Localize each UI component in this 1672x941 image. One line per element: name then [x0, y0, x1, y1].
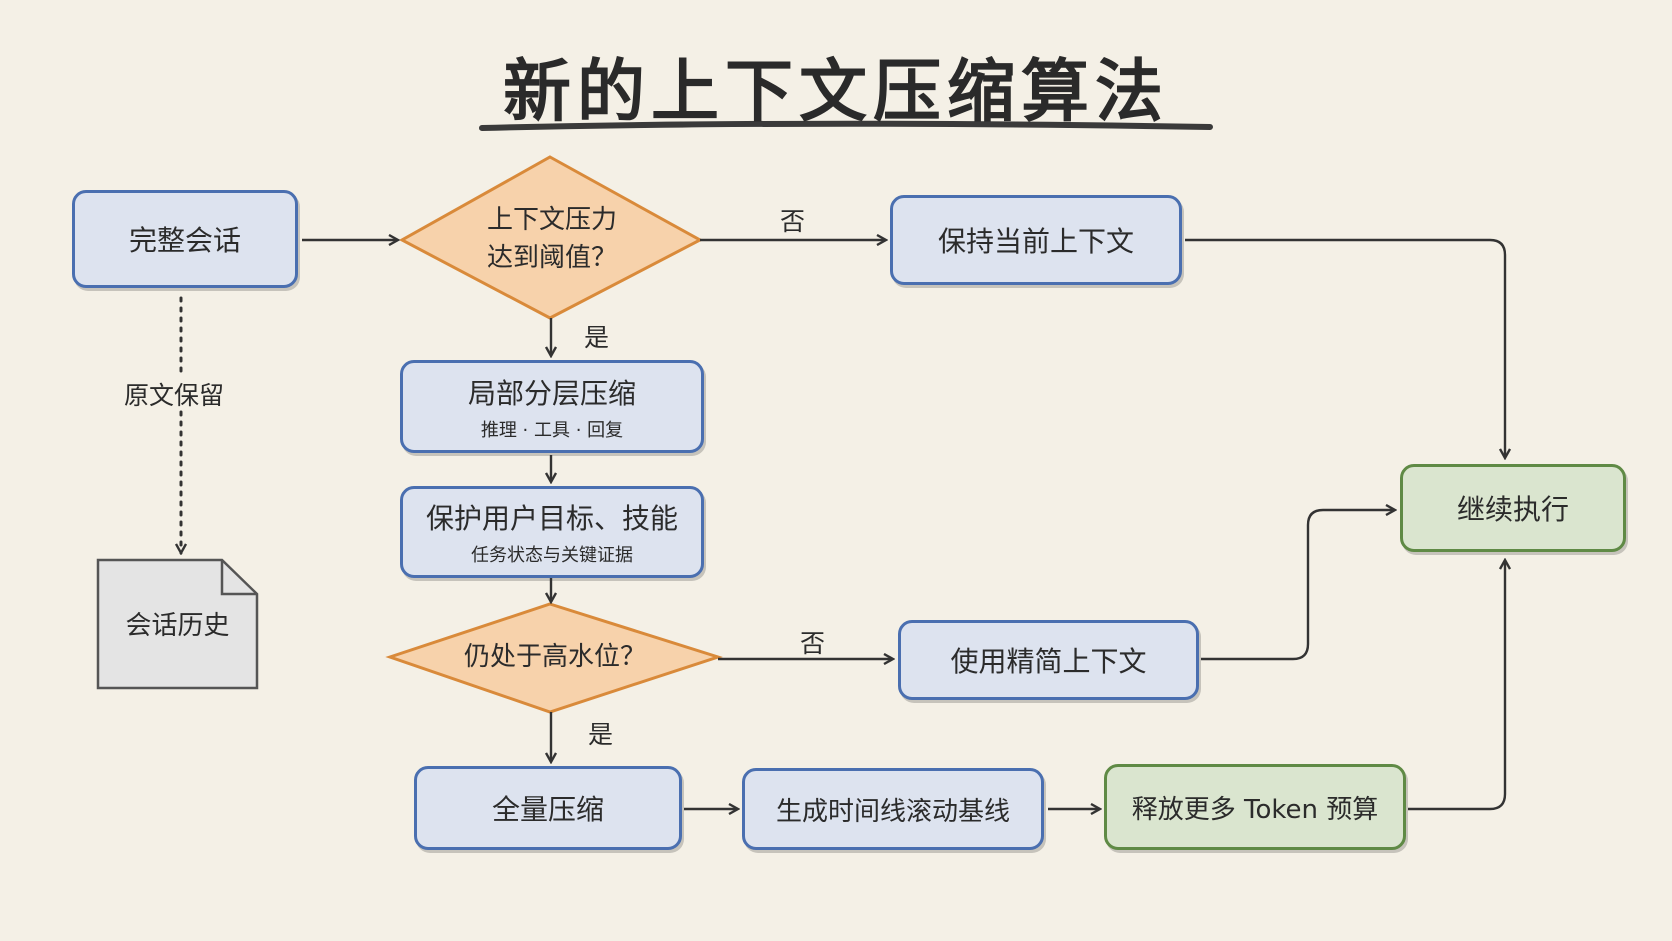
node-continue: 继续执行	[1400, 464, 1626, 552]
node-full-compress-label: 全量压缩	[491, 793, 604, 826]
node-local-compress-sub: 推理 · 工具 · 回复	[480, 419, 624, 441]
edge-label-yes-2: 是	[588, 720, 614, 749]
history-document-label: 会话历史	[125, 611, 230, 641]
node-protect-label: 保护用户目标、技能	[425, 502, 678, 535]
node-timeline-label: 生成时间线滚动基线	[775, 796, 1010, 827]
edge-label-no-1: 否	[780, 207, 806, 236]
title-underline	[479, 120, 1213, 131]
decision-2-text: 仍处于高水位？	[430, 630, 680, 686]
history-document-shape	[96, 558, 259, 690]
edge-label-keep-original: 原文保留	[124, 381, 225, 410]
node-use-slim-label: 使用精简上下文	[950, 645, 1147, 678]
node-protect: 保护用户目标、技能 任务状态与关键证据	[400, 486, 704, 578]
node-release: 释放更多 Token 预算	[1104, 764, 1406, 850]
node-local-compress-label: 局部分层压缩	[467, 376, 636, 410]
node-full-session-label: 完整会话	[128, 224, 241, 257]
page-title: 新的上下文压缩算法	[502, 52, 1169, 132]
node-local-compress: 局部分层压缩 推理 · 工具 · 回复	[400, 360, 704, 453]
node-release-label: 释放更多 Token 预算	[1131, 794, 1379, 825]
node-continue-label: 继续执行	[1456, 493, 1569, 526]
node-timeline: 生成时间线滚动基线	[742, 768, 1044, 850]
node-full-session: 完整会话	[72, 190, 298, 288]
node-full-compress: 全量压缩	[414, 766, 682, 850]
node-protect-sub: 任务状态与关键证据	[471, 545, 633, 566]
decision-1-text: 上下文压力 达到阈值？	[432, 195, 672, 285]
edge-label-yes-1: 是	[584, 323, 610, 352]
decision-1-line-1: 上下文压力	[486, 205, 617, 236]
decision-1-line-2: 达到阈值？	[486, 243, 617, 273]
edge-label-no-2: 否	[800, 629, 826, 658]
node-keep-context-label: 保持当前上下文	[937, 225, 1134, 258]
decision-2-label: 仍处于高水位？	[463, 642, 646, 673]
node-keep-context: 保持当前上下文	[890, 195, 1182, 285]
node-use-slim: 使用精简上下文	[898, 620, 1199, 700]
